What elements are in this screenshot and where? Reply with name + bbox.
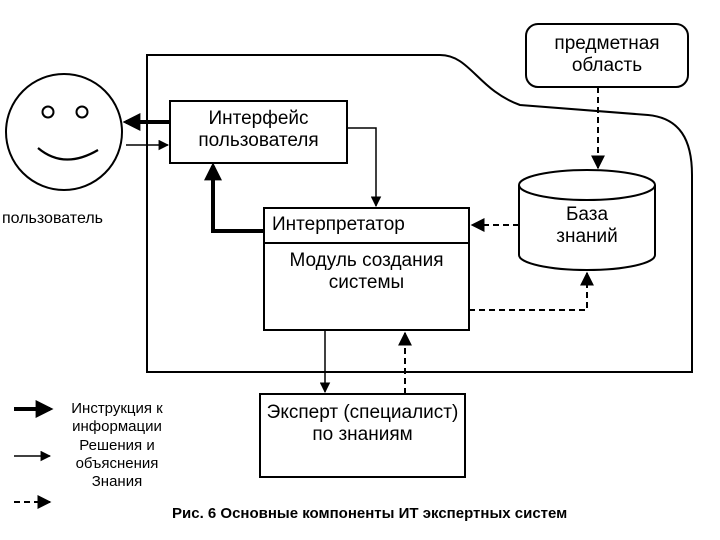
legend-line-1: Инструкция к (71, 400, 163, 417)
system-boundary (146, 54, 693, 373)
knowledge-base-cylinder (518, 169, 656, 271)
legend-line-3: Решения и (79, 436, 155, 454)
user-label: пользователь (2, 210, 103, 227)
interface-label: Интерфейс пользователя (198, 108, 319, 152)
module-label: Модуль создания системы (289, 250, 444, 294)
kb-label: База знаний (556, 204, 618, 248)
expert-box (259, 393, 466, 478)
expert-label: Эксперт (специалист) по знаниям (266, 402, 459, 446)
legend-line-4: объяснения (75, 454, 159, 472)
subject-area-box (525, 23, 689, 88)
interface-box (169, 100, 348, 164)
legend-line-2: информации (72, 418, 162, 436)
arrow-interpreter-to-interface (204, 162, 264, 233)
smiley-face-icon (5, 73, 123, 191)
subject-area-label: предметная область (554, 33, 660, 77)
legend-text: Инструкция к информации Решения и объясн… (52, 400, 182, 491)
module-box (263, 242, 470, 331)
legend-line-5: Знания (91, 473, 143, 491)
arrow-module-to-kb (469, 271, 594, 311)
arrow-interface-to-interpreter (347, 127, 382, 208)
interpreter-label: Интерпретатор (272, 214, 405, 235)
figure-caption: Рис. 6 Основные компоненты ИТ экспертных… (172, 505, 568, 522)
interpreter-box (263, 207, 470, 244)
